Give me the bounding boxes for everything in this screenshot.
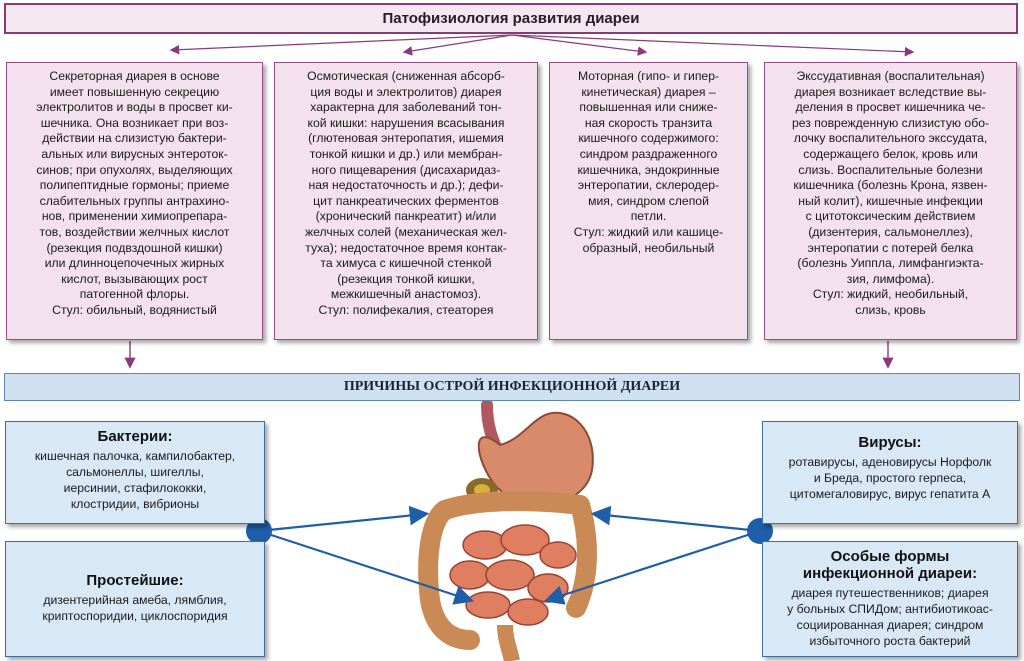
protozoa-heading: Простейшие: (86, 572, 184, 589)
bacteria-box: Бактерии: кишечная палочка, кампилобакте… (5, 421, 265, 524)
bacteria-heading: Бактерии: (97, 428, 173, 445)
motor-diarrhea-text: Моторная (гипо- и гипер- кинетическая) д… (573, 69, 724, 255)
title-fan-arrows (169, 34, 915, 57)
special-forms-heading: Особые формы инфекционной диареи: (802, 548, 978, 582)
causes-title: ПРИЧИНЫ ОСТРОЙ ИНФЕКЦИОННОЙ ДИАРЕИ (4, 373, 1020, 401)
exudative-diarrhea-box: Экссудативная (воспалительная) диарея во… (764, 62, 1017, 340)
down-arrows (124, 341, 894, 369)
special-forms-list: диарея путешественников; диарея у больны… (787, 586, 993, 648)
protozoa-list: дизентерийная амеба, лямблия, криптоспор… (42, 593, 228, 623)
osmotic-diarrhea-text: Осмотическая (сниженная абсорб- ция воды… (304, 69, 507, 317)
secretory-diarrhea-text: Секреторная диарея в основе имеет повыше… (36, 69, 233, 317)
connector-lines (258, 505, 761, 605)
secretory-diarrhea-box: Секреторная диарея в основе имеет повыше… (6, 62, 263, 340)
motor-diarrhea-box: Моторная (гипо- и гипер- кинетическая) д… (549, 62, 748, 340)
protozoa-box: Простейшие: дизентерийная амеба, лямблия… (5, 541, 265, 657)
page-title: Патофизиология развития диареи (4, 3, 1018, 34)
viruses-heading: Вирусы: (858, 434, 922, 451)
viruses-list: ротавирусы, аденовирусы Норфолк и Бреда,… (788, 455, 992, 501)
exudative-diarrhea-text: Экссудативная (воспалительная) диарея во… (791, 69, 990, 317)
viruses-box: Вирусы: ротавирусы, аденовирусы Норфолк … (762, 421, 1018, 524)
osmotic-diarrhea-box: Осмотическая (сниженная абсорб- ция воды… (274, 62, 538, 340)
digestive-tract-illustration (418, 399, 597, 661)
bacteria-list: кишечная палочка, кампилобактер, сальмон… (34, 449, 236, 511)
special-forms-box: Особые формы инфекционной диареи: диарея… (762, 541, 1018, 657)
